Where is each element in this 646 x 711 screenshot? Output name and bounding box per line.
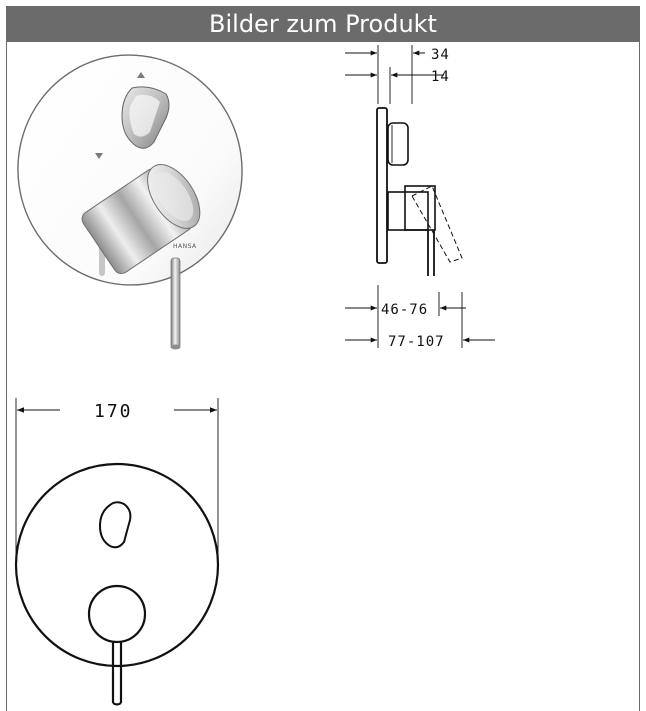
- side-view-drawing: [345, 45, 495, 348]
- dim-label-top-inner: 14: [431, 69, 450, 85]
- lever-rod: [170, 257, 181, 349]
- dim-label-top-outer: 34: [431, 47, 450, 63]
- dim-label-width: 170: [94, 401, 133, 422]
- mixer-cylinder: [81, 164, 201, 275]
- dim-label-bottom-inner: 46-76: [381, 302, 428, 318]
- brand-logo: HANSA: [173, 243, 197, 250]
- arrow-up-icon: [137, 72, 145, 78]
- arrow-down-icon: [95, 153, 103, 159]
- product-photo: HANSA: [17, 54, 243, 350]
- section-header: Bilder zum Produkt: [7, 6, 639, 42]
- dim-label-bottom-outer: 77-107: [388, 334, 445, 350]
- front-view-drawing: [14, 398, 220, 706]
- diverter-knob: [121, 86, 170, 149]
